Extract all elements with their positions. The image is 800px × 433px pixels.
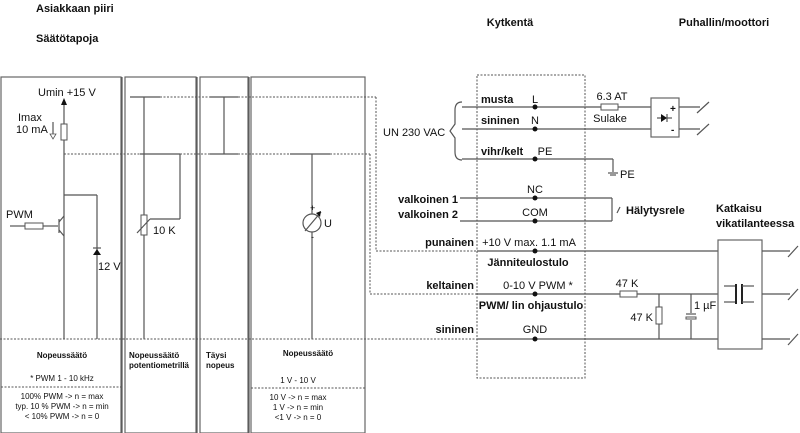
break-mark-icon — [787, 288, 799, 301]
terminal-dot-COM — [532, 218, 538, 224]
terminal-PE: PE — [538, 146, 553, 158]
pwm-line-2: typ. 10 % PWM -> n = min — [15, 402, 108, 411]
base-resistor-icon — [24, 222, 44, 230]
fuse-label: Sulake — [593, 113, 627, 125]
terminal-N: N — [531, 115, 539, 127]
imax-label: Imax — [18, 112, 42, 124]
break-mark-icon — [696, 101, 710, 114]
wire-keltainen: keltainen — [426, 280, 474, 292]
rectifier-minus: - — [671, 125, 674, 136]
wire-sininen-gnd: sininen — [435, 324, 474, 336]
terminal-dot-L — [532, 104, 538, 110]
voltage-minus: - — [311, 232, 314, 242]
pwm-line-3: < 10% PWM -> n = 0 — [25, 412, 100, 421]
terminal-L: L — [532, 94, 538, 106]
cutoff-contact-icon — [724, 284, 754, 304]
panel-full-speed — [199, 76, 250, 433]
terminal-dot-gnd — [532, 336, 538, 342]
full-speed-title-2: nopeus — [206, 361, 235, 370]
pe-ground-label: PE — [620, 169, 635, 181]
header-customer-circuit: Asiakkaan piiri — [36, 3, 114, 15]
wire-punainen: punainen — [425, 237, 474, 249]
wire-vihr-kelt: vihr/kelt — [481, 146, 524, 158]
relay-label: Hälytysrele — [626, 205, 685, 217]
brace-icon — [449, 101, 463, 161]
imax-value: 10 mA — [16, 124, 48, 136]
pot-title-2: potentiometrillä — [129, 361, 190, 370]
supply-voltage-label: UN 230 VAC — [383, 127, 445, 139]
voltage-output-label: Jänniteulostulo — [487, 257, 569, 269]
terminal-dot-N — [532, 126, 538, 132]
diode-icon — [661, 114, 667, 122]
capacitor-label: 1 µF — [694, 300, 717, 312]
terminal-dot-10v — [532, 248, 538, 254]
cutoff-label-2: vikatilanteessa — [716, 218, 795, 230]
rectifier-plus: + — [670, 104, 676, 115]
panel-voltage — [250, 76, 366, 433]
break-mark-icon — [696, 123, 710, 136]
resistor-icon — [60, 123, 68, 141]
panel-potentiometer — [124, 76, 198, 433]
pwm-input-label: PWM — [6, 209, 33, 221]
zener-diode-icon — [93, 249, 101, 255]
pot-title-1: Nopeussäätö — [129, 351, 179, 360]
fuse-rating: 6.3 AT — [597, 91, 628, 103]
terminal-dot-control — [532, 291, 538, 297]
header-fan-motor: Puhallin/moottori — [679, 17, 769, 29]
pwm-circuit — [10, 98, 101, 339]
wire-sininen-n: sininen — [481, 115, 520, 127]
terminal-block — [476, 74, 586, 379]
voltage-plus: + — [310, 203, 315, 213]
voltage-line-1: 10 V -> n = max — [270, 393, 327, 402]
terminal-dot-PE — [532, 156, 538, 162]
pwm-line-1: 100% PWM -> n = max — [21, 392, 104, 401]
terminal-NC: NC — [527, 184, 543, 196]
fuse-icon — [600, 103, 619, 111]
terminal-dot-NC — [532, 195, 538, 201]
voltage-range: 1 V - 10 V — [280, 376, 316, 385]
pot-label: 10 K — [153, 225, 176, 237]
wire-valkoinen-2: valkoinen 2 — [398, 209, 458, 221]
pwm-note: * PWM 1 - 10 kHz — [30, 374, 94, 383]
cutoff-box — [717, 239, 763, 350]
break-mark-icon — [787, 333, 799, 346]
potentiometer-circuit — [136, 97, 181, 339]
shunt-resistor-icon — [655, 306, 663, 325]
terminal-gnd: GND — [523, 324, 548, 336]
voltage-line-2: 1 V -> n = min — [273, 403, 323, 412]
series-resistor-icon — [619, 290, 638, 298]
voltage-source-circuit — [302, 154, 322, 339]
voltage-panel-title: Nopeussäätö — [283, 349, 333, 358]
terminal-10v: +10 V max. 1.1 mA — [482, 237, 577, 249]
voltage-source-label: U — [324, 218, 332, 230]
voltage-line-3: <1 V -> n = 0 — [275, 413, 322, 422]
arrow-up-icon — [61, 98, 67, 105]
current-arrow-icon — [49, 133, 57, 140]
wire-valkoinen-1: valkoinen 1 — [398, 194, 458, 206]
zener-label: 12 V — [98, 261, 121, 273]
header-control-methods: Säätötapoja — [36, 33, 99, 45]
break-mark-icon — [787, 245, 799, 258]
wire-musta: musta — [481, 94, 514, 106]
shunt-resistor-label: 47 K — [630, 312, 653, 324]
full-speed-title-1: Täysi — [206, 351, 226, 360]
terminal-control: 0-10 V PWM * — [503, 280, 573, 292]
supply-label: Umin +15 V — [38, 87, 96, 99]
relay-contact-icon — [616, 206, 621, 214]
terminal-COM: COM — [522, 207, 548, 219]
pwm-panel-title: Nopeussäätö — [37, 351, 87, 360]
cutoff-label-1: Katkaisu — [716, 203, 762, 215]
control-input-label: PWM/ lin ohjaustulo — [479, 300, 584, 312]
header-wiring: Kytkentä — [487, 17, 534, 29]
panel-pwm — [0, 76, 123, 433]
series-resistor-label: 47 K — [616, 278, 639, 290]
